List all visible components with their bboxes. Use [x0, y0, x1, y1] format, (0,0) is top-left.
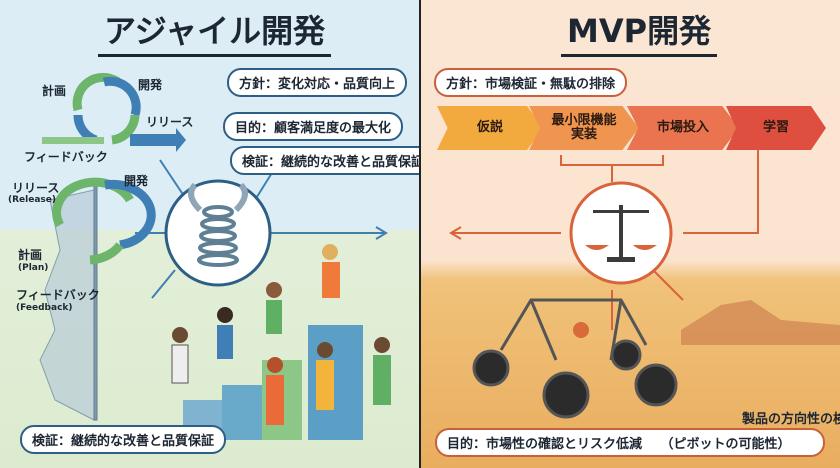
mvp-step-hypothesis: 仮説 [437, 106, 543, 150]
cycle-label-release: リリース [146, 115, 194, 129]
mvp-panel: MVP開発 方針：市場検証・無駄の排除 仮説 最小限機能 実装 市場投入 学習 … [421, 0, 840, 468]
release-arrow-icon [130, 128, 186, 152]
mvp-illustration [449, 150, 840, 419]
mvp-purpose-bubble: 目的：市場性の確認とリスク低減 （ピボットの可能性） [435, 428, 825, 457]
agile-bottom-bubble: 検証：継続的な改善と品質保証 [20, 425, 227, 454]
mvp-step-minimum-feature: 最小限機能 実装 [529, 106, 639, 150]
buggy-vehicle [472, 298, 678, 419]
agile-verification-bubble: 検証：継続的な改善と品質保証 [230, 146, 419, 175]
spiral-label-release-en: (Release) [8, 195, 56, 205]
team-blocks [183, 325, 363, 440]
mvp-pivot: （ピボットの可能性） [660, 437, 791, 452]
mvp-title: MVP開発 [561, 6, 718, 57]
spiral-staircase [39, 177, 156, 421]
cycle-label-feedback: フィードバック [24, 150, 108, 164]
mvp-purpose: 目的：市場性の確認とリスク低減 [447, 437, 643, 452]
cycle-label-plan: 計画 [42, 84, 67, 98]
spiral-label-release: リリース [12, 181, 60, 195]
cycle-diagram [42, 72, 186, 152]
agile-illustration [39, 72, 391, 440]
spiral-label-feedback: フィードバック [16, 288, 100, 302]
spiral-label-develop: 開発 [124, 174, 149, 188]
spiral-label-plan: 計画 [18, 248, 43, 262]
balance-scale-icon [585, 205, 657, 262]
agile-panel: アジャイル開発 [0, 0, 419, 468]
agile-purpose-bubble: 目的：顧客満足度の最大化 [223, 112, 404, 141]
team-people [171, 244, 391, 425]
mvp-step-learning: 学習 [726, 106, 826, 150]
spring-icon [188, 182, 248, 267]
mvp-direction-text: 製品の方向性の検証 [742, 412, 840, 427]
spiral-label-plan-en: (Plan) [18, 263, 49, 273]
mvp-step-market-launch: 市場投入 [627, 106, 739, 150]
mesa [681, 300, 840, 345]
agile-policy-bubble: 方針：変化対応・品質向上 [227, 68, 408, 97]
cycle-label-develop: 開発 [138, 78, 163, 92]
spiral-label-feedback-en: (Feedback) [16, 303, 73, 313]
mvp-policy-bubble: 方針：市場検証・無駄の排除 [434, 68, 628, 97]
cycle-arrow-blue [102, 76, 141, 117]
panel-divider [419, 0, 421, 468]
agile-title: アジャイル開発 [98, 6, 332, 57]
